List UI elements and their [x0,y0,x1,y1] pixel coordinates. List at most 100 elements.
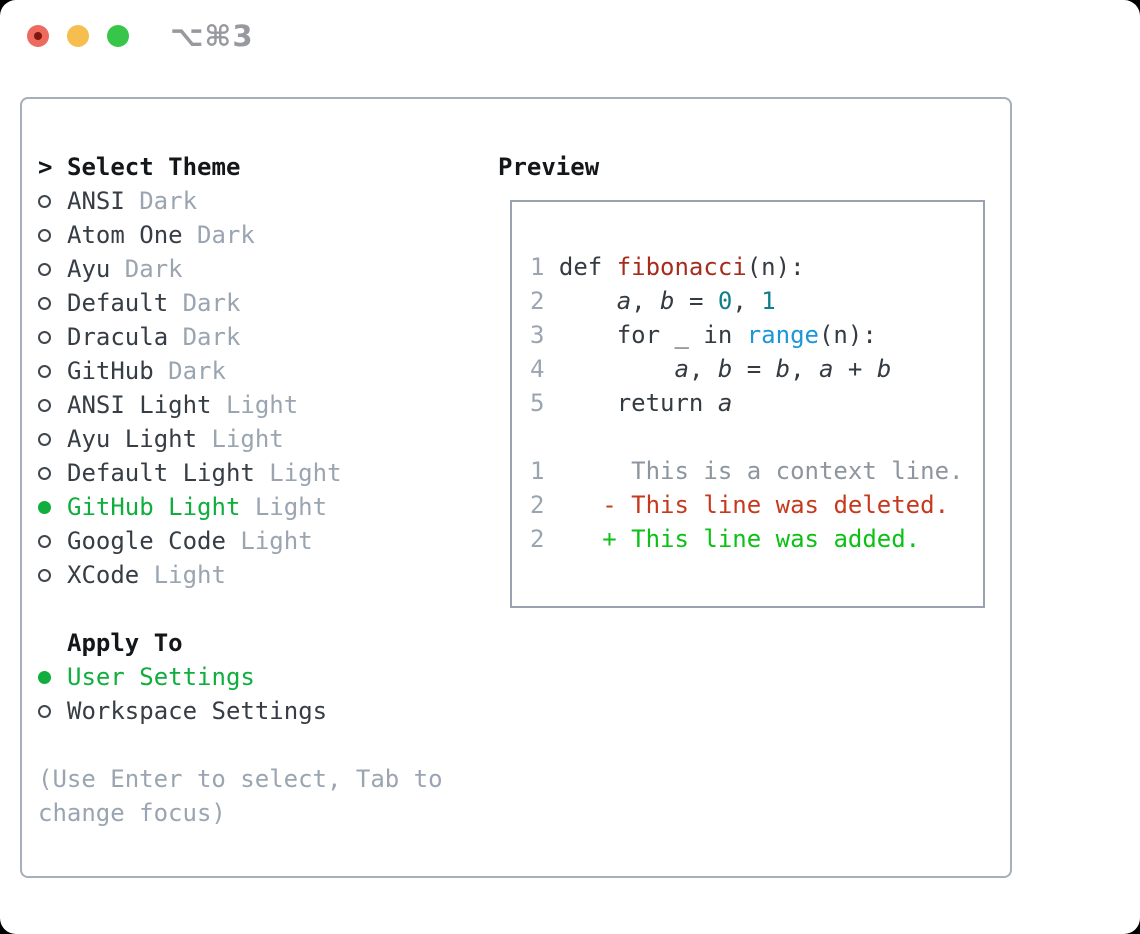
theme-variant-label: Dark [168,357,226,385]
code-segment-number: 0 [717,287,733,315]
radio-cell [38,398,67,412]
theme-name-label: GitHub Light [67,493,241,521]
code-line: 2 + This line was added. [530,522,983,556]
theme-variant-label: Dark [182,289,241,317]
code-segment-variable: b [775,355,791,383]
code-line [530,420,983,454]
apply-to-option[interactable]: Workspace Settings [38,694,443,728]
radio-cell [38,500,67,514]
theme-variant-label: Dark [182,323,241,351]
code-segment-code: , [631,287,661,315]
code-line: 1 This is a context line. [530,454,983,488]
line-number: 2 [530,287,545,315]
radio-cell [38,534,67,548]
spacer [38,592,443,626]
code-line: 4 a, b = b, a + b [530,352,983,386]
theme-name-label: Ayu [67,255,111,283]
radio-cell [38,330,67,344]
code-segment-code: , [732,287,762,315]
radio-unselected-icon [38,466,51,480]
code-segment-code: (n): [818,321,877,349]
radio-cell [38,704,67,718]
code-segment-code [559,287,617,315]
preview-title: Preview [498,153,600,181]
code-line: 2 - This line was deleted. [530,488,983,522]
radio-unselected-icon [38,364,51,378]
code-segment-code: , [790,355,820,383]
theme-variant-label: Light [254,493,328,521]
code-segment-context: This is a context line. [558,457,964,485]
spacer [38,728,443,762]
radio-cell [38,466,67,480]
keyboard-shortcut-label: ⌥⌘3 [170,19,254,53]
code-segment-variable: b [876,355,892,383]
unsaved-indicator-dot [34,32,42,40]
code-line: 2 a, b = 0, 1 [530,284,983,318]
theme-option[interactable]: Dracula Dark [38,320,443,354]
close-button[interactable] [27,25,49,47]
minimize-button[interactable] [67,25,89,47]
select-theme-title: Select Theme [67,153,241,181]
code-segment-code: = [732,355,776,383]
theme-name-label: GitHub [67,357,154,385]
apply-option-label: Workspace Settings [67,697,328,725]
line-number: 3 [530,321,545,349]
theme-variant-label: Dark [139,187,198,215]
code-segment-code: for _ in [558,321,747,349]
code-line: 3 for _ in range(n): [530,318,983,352]
code-segment-variable: a [819,355,834,383]
radio-unselected-icon [38,228,51,242]
code-segment-code [559,491,602,519]
code-segment-function: fibonacci [616,253,747,281]
radio-unselected-icon [38,194,51,208]
zoom-button[interactable] [107,25,129,47]
radio-cell [38,194,67,208]
code-segment-number: 1 [761,287,776,315]
apply-to-option[interactable]: User Settings [38,660,443,694]
code-segment-deleted: - This line was deleted. [602,491,950,519]
code-segment-code [559,525,602,553]
theme-option[interactable]: Default Dark [38,286,443,320]
theme-name-label: Dracula [67,323,169,351]
theme-variant-label: Light [153,561,226,589]
radio-cell [38,296,67,310]
code-segment-variable: a [674,355,689,383]
radio-selected-icon [38,500,51,514]
theme-option[interactable]: Ayu Dark [38,252,443,286]
apply-to-title: Apply To [67,629,183,657]
radio-cell [38,228,67,242]
code-segment-variable: a [616,287,632,315]
code-line: 5 return a [530,386,983,420]
hint-text-line: (Use Enter to select, Tab to [38,765,443,793]
theme-variant-label: Dark [124,255,183,283]
theme-option[interactable]: GitHub Dark [38,354,443,388]
select-theme-header-row: > Select Theme [38,150,443,184]
line-number: 4 [530,355,545,383]
radio-unselected-icon [38,262,51,276]
line-number: 1 [530,253,545,281]
apply-to-header-row: Apply To [38,626,443,660]
theme-name-label: ANSI Light [67,391,212,419]
radio-unselected-icon [38,398,51,412]
theme-option[interactable]: GitHub Light Light [38,490,443,524]
code-segment-code: , [688,355,718,383]
theme-name-label: Ayu Light [67,425,198,453]
theme-variant-label: Dark [197,221,255,249]
theme-name-label: Default [67,289,169,317]
theme-option[interactable]: XCode Light [38,558,443,592]
theme-variant-label: Light [240,527,313,555]
code-segment-call: range [746,321,819,349]
theme-name-label: XCode [67,561,140,589]
